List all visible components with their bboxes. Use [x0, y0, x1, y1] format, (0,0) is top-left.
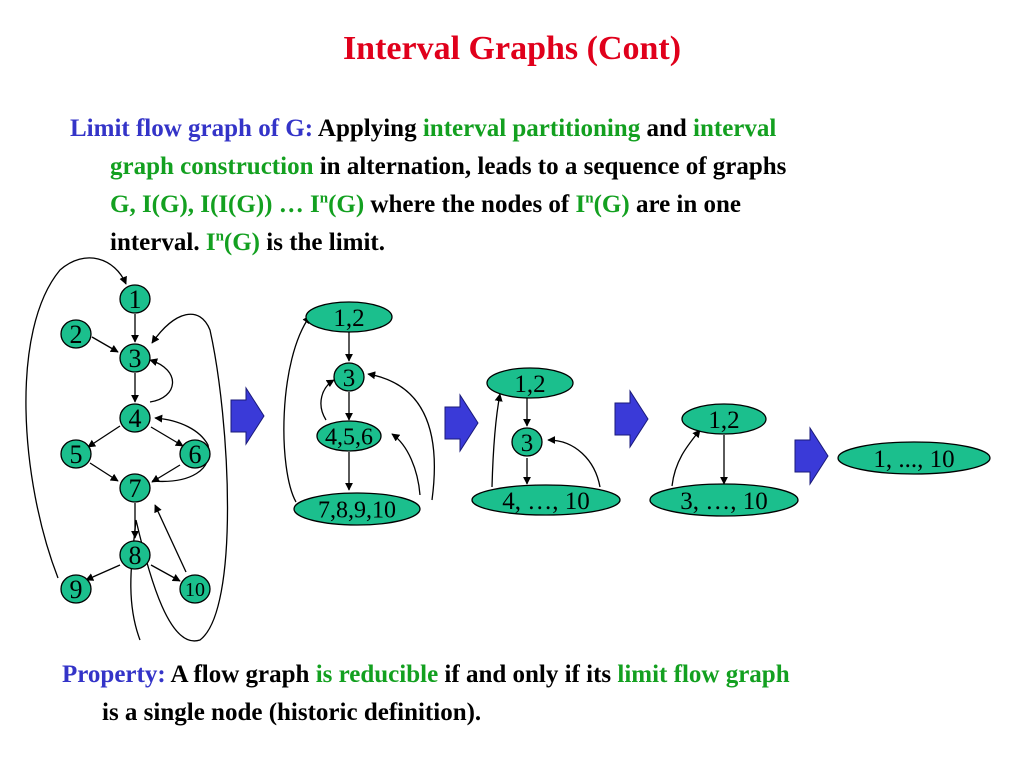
- node-label: 4: [129, 404, 142, 433]
- next-graph-arrow-4: [794, 426, 829, 486]
- node-label: 3, …, 10: [680, 488, 768, 515]
- edge-4-6: [150, 426, 184, 447]
- node-label: 2: [70, 320, 83, 349]
- node-g0-4: 4: [119, 403, 151, 433]
- node-label: 1,2: [708, 407, 739, 434]
- property-label: Property:: [62, 661, 166, 688]
- edge-9-1: [25, 257, 127, 579]
- node-label: 8: [129, 541, 142, 570]
- edge-5-7: [89, 462, 119, 482]
- node-label: 4,5,6: [325, 424, 373, 450]
- edge-4-3: [149, 358, 174, 403]
- edge-78910-12: [283, 315, 311, 503]
- node-g2-2: 3: [511, 427, 543, 457]
- next-graph-arrow-1: [230, 386, 265, 446]
- edge-456-3: [320, 379, 335, 421]
- node-label: 5: [70, 440, 83, 469]
- edge-8-9: [85, 564, 121, 581]
- node-label: 4, …, 10: [502, 488, 590, 515]
- node-label: 6: [189, 440, 202, 469]
- limit-flow-graph-label: Limit flow graph of G:: [70, 115, 314, 142]
- node-label: 9: [70, 575, 83, 604]
- node-g1-2: 3: [333, 362, 365, 392]
- edge-7-4: [151, 414, 210, 483]
- node-g4-1: 1, ..., 10: [837, 441, 991, 475]
- edge-78910-3: [367, 371, 435, 501]
- property-paragraph: Property: A flow graph is reducible if a…: [62, 661, 790, 726]
- edge-78910-456: [391, 433, 421, 496]
- node-g0-10: 10: [179, 574, 211, 604]
- node-g2-1: 1,2: [486, 367, 574, 399]
- node-label: 7,8,9,10: [318, 497, 396, 523]
- next-graph-arrow-3: [614, 389, 649, 449]
- graph-edges: [25, 257, 728, 642]
- node-label: 1: [129, 285, 142, 314]
- limit-flow-graph-paragraph: Limit flow graph of G: Applying interval…: [70, 115, 787, 256]
- edge-4-5: [87, 425, 121, 448]
- node-g2-3: 4, …, 10: [471, 484, 621, 516]
- node-label: 1,2: [514, 371, 545, 398]
- edge-4to10-12: [491, 393, 503, 488]
- node-label: 3: [343, 365, 356, 392]
- graph-sequence: G, I(G), I(I(G)) … In(G): [110, 190, 365, 218]
- node-g0-3: 3: [119, 343, 151, 373]
- edge-4to10-3: [547, 436, 601, 488]
- node-label: 3: [521, 430, 534, 457]
- edge-3to10-12: [671, 429, 701, 487]
- node-label: 1, ..., 10: [873, 446, 954, 473]
- node-g1-1: 1,2: [305, 301, 393, 333]
- node-g1-4: 7,8,9,10: [293, 492, 421, 526]
- node-label: 1,2: [333, 305, 364, 332]
- node-label: 7: [129, 474, 142, 503]
- edge-2-3: [91, 336, 119, 353]
- node-g0-6: 6: [179, 439, 211, 469]
- node-label: 3: [129, 344, 142, 373]
- next-graph-arrow-2: [444, 393, 479, 453]
- node-g0-7: 7: [119, 473, 151, 503]
- node-g0-9: 9: [60, 574, 92, 604]
- node-g0-8: 8: [119, 540, 151, 570]
- node-g3-2: 3, …, 10: [649, 483, 799, 517]
- node-g0-2: 2: [60, 319, 92, 349]
- node-g0-1: 1: [119, 284, 151, 314]
- edge-6-7: [151, 464, 181, 483]
- node-g0-5: 5: [60, 439, 92, 469]
- node-label: 10: [185, 579, 205, 601]
- node-g1-3: 4,5,6: [316, 420, 382, 452]
- edge-10-7: [154, 504, 187, 573]
- page-title: Interval Graphs (Cont): [342, 30, 682, 67]
- edge-8-10: [150, 564, 181, 582]
- node-g3-1: 1,2: [681, 403, 767, 435]
- edge-8-3: [130, 313, 229, 642]
